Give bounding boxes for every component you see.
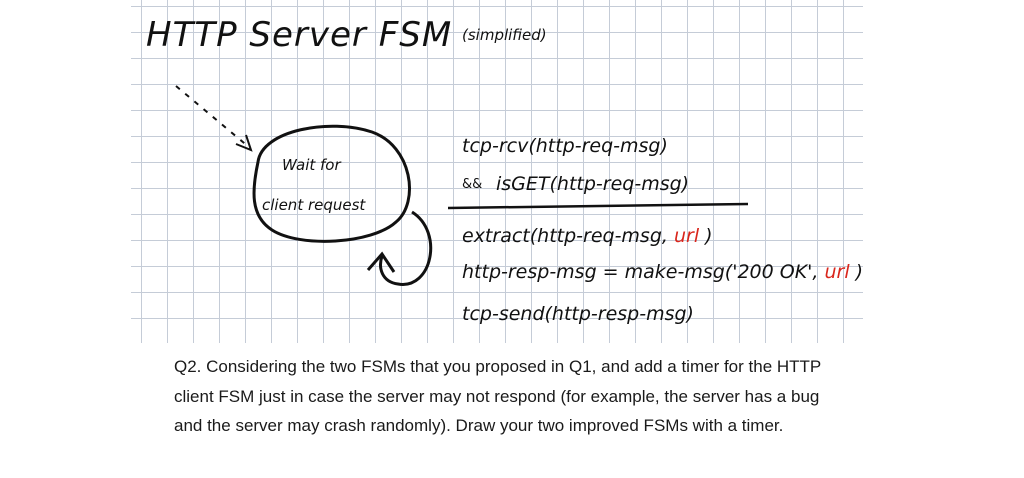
action-line2-url: url [824,261,850,283]
question-text: Q2. Considering the two FSMs that you pr… [174,352,874,441]
question-line1: Q2. Considering the two FSMs that you pr… [174,357,822,376]
initial-state-arrow [175,85,251,149]
initial-arrow-head [235,134,253,152]
diagram-title: HTTP Server FSM [146,15,452,55]
self-loop-arrow-head [366,251,396,273]
action-line3: tcp-send(http-resp-msg) [462,303,694,325]
transition-condition-line2: isGET(http-req-msg) [496,173,689,195]
action-line1-url: url [674,225,700,247]
transition-condition-line1: tcp-rcv(http-req-msg) [462,135,668,157]
action-line2-text: http-resp-msg = make-msg('200 OK', [462,261,818,283]
condition-and-operator: && [462,177,482,192]
action-line1-text: extract(http-req-msg, [462,225,668,247]
question-line3: and the server may crash randomly). Draw… [174,416,784,435]
action-line1-close: ) [703,225,712,247]
action-line2-close: ) [854,261,863,283]
self-loop-arrow [379,210,433,286]
action-line2: http-resp-msg = make-msg('200 OK', url ) [462,261,863,283]
transition-divider [447,202,749,210]
diagram-title-note: (simplified) [462,26,547,44]
question-line2: client FSM just in case the server may n… [174,386,820,406]
state-label-line2: client request [262,196,366,214]
action-line1: extract(http-req-msg, url ) [462,225,713,247]
grid-paper [131,0,863,343]
state-label-line1: Wait for [282,156,341,174]
state-circle [252,124,411,243]
